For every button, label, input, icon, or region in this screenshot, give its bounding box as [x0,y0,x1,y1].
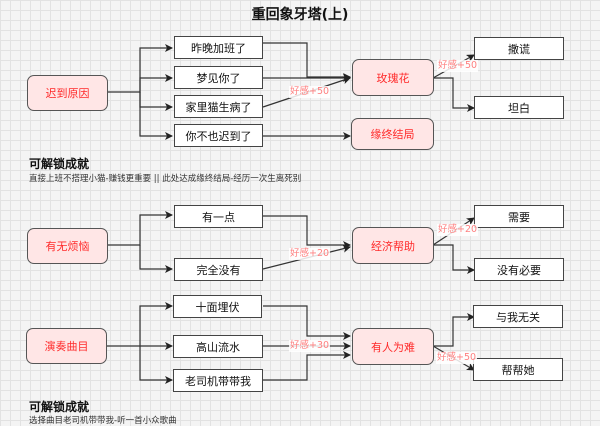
affection-label: 好感+50 [436,352,478,364]
edge [263,42,351,81]
page-title: 重回象牙塔(上) [251,7,349,23]
achievement-text: 直接上班不搭理小猫-赚钱更重要 || 此处达成缘终结局-经历一次生离死别 [29,174,302,184]
edge [433,244,475,274]
outcome-node[interactable]: 帮帮她 [473,358,563,381]
option-node[interactable]: 十面埋伏 [173,295,262,318]
edge [139,74,173,92]
affection-label: 好感+20 [437,224,479,236]
achievement-title: 可解锁成就 [29,400,90,414]
achievement-text: 选择曲目老司机带带我-听一首小众歌曲 [29,416,177,426]
root-node[interactable]: 演奏曲目 [26,328,107,364]
option-node[interactable]: 你不也迟到了 [174,124,263,147]
edge [433,77,475,112]
affection-label: 好感+50 [437,60,479,72]
option-node[interactable]: 昨晚加班了 [174,36,263,59]
edge [139,346,173,384]
achievement-title: 可解锁成就 [29,157,90,171]
edge [263,305,351,340]
outcome-node[interactable]: 需要 [474,205,564,228]
edge [107,302,173,347]
option-node[interactable]: 家里猫生病了 [174,95,263,118]
affection-label: 好感+20 [289,248,331,260]
edge [263,351,351,381]
affection-label: 好感+50 [289,86,331,98]
edge [139,92,173,111]
edge [107,211,173,246]
option-node[interactable]: 梦见你了 [174,66,263,89]
root-node[interactable]: 迟到原因 [27,75,108,111]
outcome-node[interactable]: 撒谎 [474,37,564,60]
result-node[interactable]: 玫瑰花 [352,59,434,96]
result-node[interactable]: 有人为难 [352,328,434,365]
edge [433,313,475,347]
outcome-node[interactable]: 坦白 [474,96,564,119]
option-node[interactable]: 有一点 [174,205,263,228]
edge [139,92,173,140]
option-node[interactable]: 完全没有 [174,258,263,281]
outcome-node[interactable]: 与我无关 [473,305,563,328]
option-node[interactable]: 老司机带带我 [173,369,263,392]
edge [139,245,173,273]
outcome-node[interactable]: 没有必要 [474,258,564,281]
edge [263,215,351,249]
ending-node[interactable]: 缘终结局 [351,118,434,150]
affection-label: 好感+30 [289,340,331,352]
edge [107,44,173,93]
result-node[interactable]: 经济帮助 [352,227,434,264]
option-node[interactable]: 高山流水 [173,335,263,358]
root-node[interactable]: 有无烦恼 [27,228,108,264]
